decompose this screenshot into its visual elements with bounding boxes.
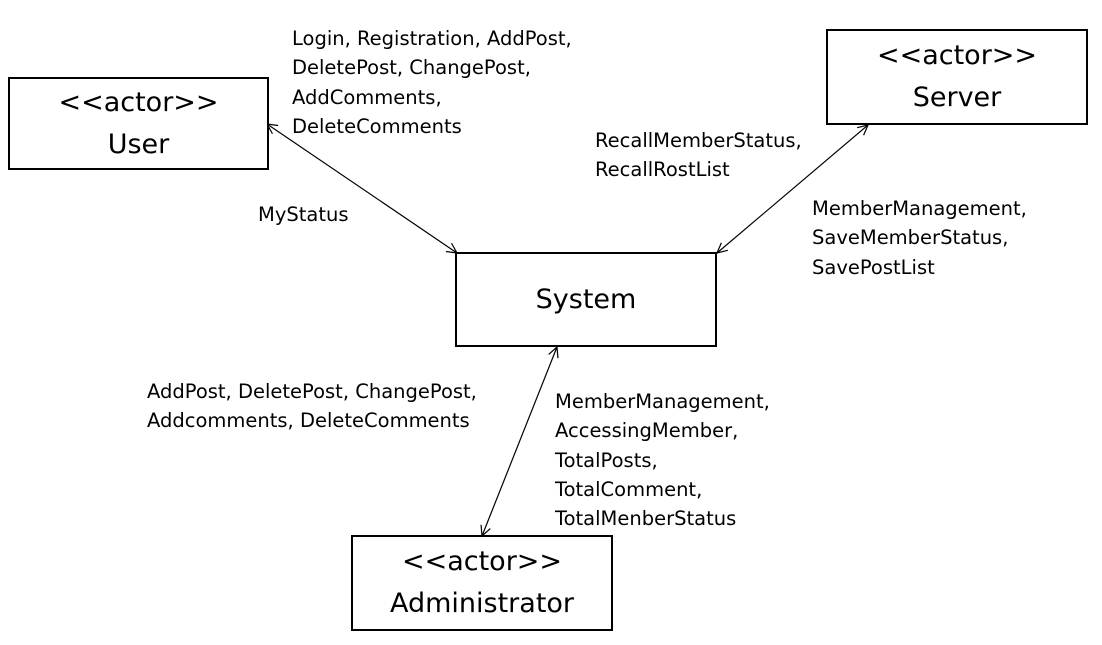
- server-system-connector: [717, 125, 868, 253]
- server-actor-name: Server: [912, 82, 1002, 113]
- flow-label-line: Addcomments, DeleteComments: [147, 409, 470, 433]
- flow-label-line: RecallRostList: [595, 158, 730, 182]
- flow-label-line: Login, Registration, AddPost,: [292, 27, 572, 50]
- flow-label-line: MyStatus: [258, 203, 349, 226]
- flow-label-line: MemberManagement,: [812, 197, 1027, 220]
- system-to-user-flow-label: MyStatus: [258, 200, 349, 229]
- user-to-system-flow-label: Login, Registration, AddPost, DeletePost…: [292, 24, 572, 141]
- flow-label-line: TotalPosts,: [555, 448, 658, 472]
- server-actor-stereotype: <<actor>>: [876, 40, 1038, 71]
- system-name: System: [535, 283, 637, 315]
- flow-label-line: AddComments,: [292, 85, 442, 109]
- administrator-actor-name: Administrator: [389, 588, 575, 619]
- server-to-system-flow-label: MemberManagement, SaveMemberStatus, Save…: [812, 194, 1027, 282]
- user-actor-name: User: [107, 128, 170, 160]
- server-actor-box: <<actor>> Server: [826, 29, 1088, 125]
- administrator-to-system-flow-label: AddPost, DeletePost, ChangePost, Addcomm…: [147, 377, 477, 436]
- flow-label-line: RecallMemberStatus,: [595, 129, 802, 152]
- flow-label-line: AccessingMember,: [555, 419, 739, 443]
- flow-label-line: MemberManagement,: [555, 390, 770, 413]
- flow-label-line: DeleteComments: [292, 114, 462, 138]
- flow-label-line: DeletePost, ChangePost,: [292, 56, 531, 80]
- user-system-connector: [267, 124, 457, 253]
- flow-label-line: SavePostList: [812, 255, 935, 279]
- user-actor-box: <<actor>> User: [8, 77, 269, 170]
- flow-label-line: TotalComment,: [555, 477, 703, 501]
- administrator-actor-box: <<actor>> Administrator: [351, 535, 613, 631]
- flow-label-line: AddPost, DeletePost, ChangePost,: [147, 380, 477, 403]
- flow-label-line: SaveMemberStatus,: [812, 226, 1009, 250]
- system-to-administrator-flow-label: MemberManagement, AccessingMember, Total…: [555, 387, 770, 533]
- system-box: System: [455, 252, 717, 347]
- flow-label-line: TotalMenberStatus: [555, 507, 737, 531]
- system-to-server-flow-label: RecallMemberStatus, RecallRostList: [595, 126, 802, 185]
- system-administrator-connector: [482, 347, 557, 536]
- administrator-actor-stereotype: <<actor>>: [401, 546, 563, 577]
- user-actor-stereotype: <<actor>>: [58, 86, 219, 118]
